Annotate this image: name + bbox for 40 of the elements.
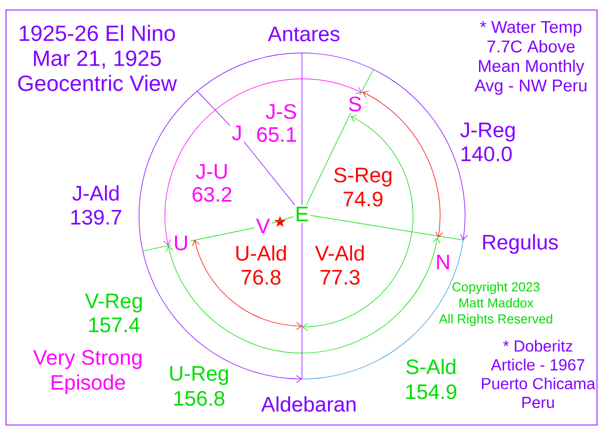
planet-label: S <box>348 96 362 112</box>
arc-arrow <box>302 115 414 331</box>
star-label: Regulus <box>483 234 558 254</box>
planet-label: N <box>437 254 449 270</box>
angle-label: U-Ald 76.8 <box>236 245 286 285</box>
angle-label: S-Ald 154.9 <box>406 358 456 400</box>
earth-label: E <box>296 206 308 222</box>
note-text: * Doberitz Article - 1967 Puerto Chicama Peru <box>482 340 596 408</box>
copyright-text: Copyright 2023 Matt Maddox All Rights Reserved <box>438 282 552 326</box>
angle-label: U-Reg 156.8 <box>170 366 228 406</box>
planet-label: V <box>256 218 270 234</box>
planet-label: J <box>232 126 241 140</box>
connector-line <box>306 112 351 206</box>
arc-arrow <box>192 240 302 330</box>
connector-line <box>360 69 374 96</box>
angle-label: J-U 63.2 <box>192 164 232 202</box>
star-label: Aldebaran <box>261 396 356 412</box>
episode-label: Very Strong Episode <box>33 350 142 394</box>
connector-line <box>190 228 255 242</box>
title: 1925-26 El Nino Mar 21, 1925 Geocentric View <box>18 24 177 92</box>
note-text: * Water Temp 7.7C Above Mean Monthly Avg - NW Peru <box>474 21 586 95</box>
arc-arrow <box>362 90 443 238</box>
arc-arrow <box>166 237 440 354</box>
angle-label: S-Reg 74.9 <box>334 168 392 206</box>
connector-line <box>310 215 464 240</box>
angle-label: V-Reg 157.4 <box>84 294 142 332</box>
arc-arrow <box>214 78 362 112</box>
connector-line <box>271 216 294 224</box>
arc-arrow <box>138 90 302 383</box>
arc-arrow <box>163 110 214 246</box>
connector-line <box>244 141 296 206</box>
angle-label: J-Ald 139.7 <box>71 185 122 225</box>
star-label: Antares <box>268 26 340 42</box>
planet-label: U <box>175 236 187 250</box>
angle-label: J-Reg 140.0 <box>460 122 515 162</box>
connector-line <box>196 90 230 126</box>
connector-line <box>142 244 172 252</box>
angle-label: V-Ald 77.3 <box>315 245 364 285</box>
arc-arrow <box>196 52 468 240</box>
angle-label: J-S 65.1 <box>257 104 296 142</box>
